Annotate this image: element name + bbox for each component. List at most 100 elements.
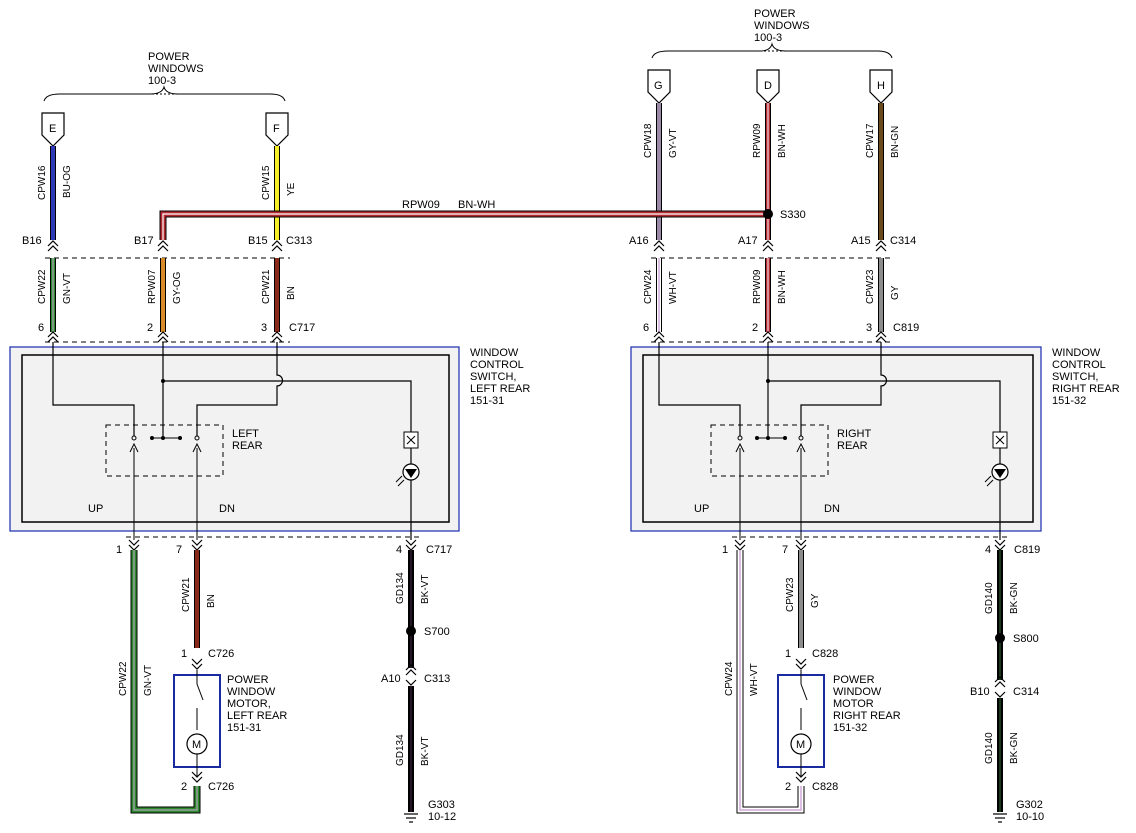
svg-text:2: 2	[147, 322, 153, 334]
svg-text:DN: DN	[219, 503, 235, 515]
svg-text:BN: BN	[206, 594, 217, 608]
svg-text:C314: C314	[1013, 686, 1039, 698]
svg-text:CPW21: CPW21	[261, 269, 272, 304]
right-switch-label: WINDOW CONTROL SWITCH, RIGHT REAR 151-32	[1052, 347, 1120, 407]
svg-text:4: 4	[396, 544, 402, 556]
svg-text:CPW22: CPW22	[118, 661, 129, 696]
svg-text:B10: B10	[970, 686, 990, 698]
svg-text:WINDOW: WINDOW	[1052, 347, 1101, 359]
svg-text:C819: C819	[893, 322, 919, 334]
pin-connector-f: F	[265, 112, 289, 147]
svg-text:RPW09: RPW09	[402, 199, 440, 211]
svg-text:GY-OG: GY-OG	[172, 271, 183, 304]
power-windows-right-line1: POWER	[754, 8, 796, 20]
svg-text:C717: C717	[426, 544, 452, 556]
svg-text:C313: C313	[424, 673, 450, 685]
svg-text:A10: A10	[381, 673, 401, 685]
power-windows-left-line2: WINDOWS	[148, 63, 204, 75]
svg-text:SWITCH,: SWITCH,	[470, 371, 516, 383]
pin-connector-h: H	[869, 69, 893, 104]
svg-text:B15: B15	[248, 235, 268, 247]
svg-text:D: D	[764, 80, 772, 92]
svg-text:S800: S800	[1013, 633, 1039, 645]
power-window-motor-left-rear: 1 C726 M 2 C726	[173, 648, 234, 793]
splice-s700	[406, 626, 416, 636]
svg-text:F: F	[273, 123, 280, 135]
svg-text:REAR: REAR	[837, 440, 868, 452]
svg-text:6: 6	[643, 322, 649, 334]
svg-text:3: 3	[866, 322, 872, 334]
svg-text:CPW24: CPW24	[724, 661, 735, 696]
pin-connector-g: G	[647, 69, 671, 104]
svg-text:YE: YE	[286, 182, 297, 196]
svg-text:CPW22: CPW22	[37, 269, 48, 304]
power-windows-reference-left: POWER WINDOWS 100-3	[43, 51, 286, 102]
svg-text:BU-OG: BU-OG	[62, 165, 73, 198]
svg-text:RPW09: RPW09	[752, 269, 763, 304]
svg-text:A17: A17	[738, 235, 758, 247]
svg-text:GD140: GD140	[984, 582, 995, 614]
window-control-switch-right-rear: RIGHT REAR UP DN	[630, 341, 1042, 540]
svg-text:WINDOW: WINDOW	[227, 686, 276, 698]
power-windows-left-line1: POWER	[148, 51, 190, 63]
svg-text:M: M	[192, 739, 201, 751]
window-control-switch-left-rear: LEFT REAR UP DN	[9, 341, 460, 540]
svg-text:CPW15: CPW15	[261, 165, 272, 200]
splice-s800	[995, 633, 1005, 643]
svg-text:10-12: 10-12	[428, 811, 456, 823]
svg-text:2: 2	[785, 781, 791, 793]
svg-text:GY: GY	[890, 285, 901, 300]
svg-text:BN-WH: BN-WH	[777, 270, 788, 304]
svg-text:S330: S330	[780, 209, 806, 221]
svg-text:151-31: 151-31	[227, 722, 261, 734]
svg-text:RIGHT: RIGHT	[837, 428, 872, 440]
svg-text:GD140: GD140	[984, 732, 995, 764]
svg-text:C726: C726	[208, 781, 234, 793]
svg-text:C828: C828	[812, 648, 838, 660]
svg-text:4: 4	[985, 544, 991, 556]
power-windows-right-page: 100-3	[754, 32, 782, 44]
svg-text:S700: S700	[424, 626, 450, 638]
svg-text:BK-GN: BK-GN	[1009, 732, 1020, 764]
svg-text:WH-VT: WH-VT	[749, 663, 760, 696]
svg-text:LEFT: LEFT	[232, 428, 259, 440]
svg-text:CPW21: CPW21	[181, 577, 192, 612]
splice-s330	[763, 209, 773, 219]
svg-text:RPW07: RPW07	[147, 269, 158, 304]
svg-text:LEFT REAR: LEFT REAR	[227, 710, 287, 722]
svg-text:10-10: 10-10	[1016, 811, 1044, 823]
svg-text:1: 1	[722, 544, 728, 556]
svg-text:G: G	[654, 80, 663, 92]
svg-text:C313: C313	[286, 235, 312, 247]
svg-text:GD134: GD134	[395, 734, 406, 766]
svg-text:GD134: GD134	[395, 572, 406, 604]
svg-text:A16: A16	[629, 235, 649, 247]
power-windows-left-page: 100-3	[148, 75, 176, 87]
svg-text:POWER: POWER	[833, 674, 875, 686]
svg-text:7: 7	[782, 544, 788, 556]
left-motor-label: POWER WINDOW MOTOR, LEFT REAR 151-31	[227, 674, 287, 734]
svg-text:1: 1	[785, 648, 791, 660]
svg-text:1: 1	[181, 648, 187, 660]
svg-text:E: E	[49, 123, 56, 135]
svg-text:CONTROL: CONTROL	[470, 359, 524, 371]
svg-text:151-32: 151-32	[833, 722, 867, 734]
svg-text:CPW18: CPW18	[643, 123, 654, 158]
svg-text:6: 6	[38, 322, 44, 334]
svg-text:BN-GN: BN-GN	[890, 126, 901, 158]
svg-text:RIGHT REAR: RIGHT REAR	[1052, 383, 1120, 395]
pin-connector-d: D	[756, 69, 780, 104]
svg-text:G303: G303	[428, 799, 455, 811]
svg-text:151-31: 151-31	[470, 395, 504, 407]
svg-text:GN-VT: GN-VT	[143, 665, 154, 696]
svg-text:GN-VT: GN-VT	[62, 273, 73, 304]
svg-text:C717: C717	[289, 322, 315, 334]
power-windows-right-line2: WINDOWS	[754, 20, 810, 32]
svg-text:CPW23: CPW23	[785, 577, 796, 612]
svg-text:3: 3	[261, 322, 267, 334]
power-windows-reference-right: POWER WINDOWS 100-3	[651, 8, 893, 59]
svg-text:CPW16: CPW16	[37, 165, 48, 200]
svg-text:SWITCH,: SWITCH,	[1052, 371, 1098, 383]
ground-g302-icon	[993, 813, 1007, 823]
